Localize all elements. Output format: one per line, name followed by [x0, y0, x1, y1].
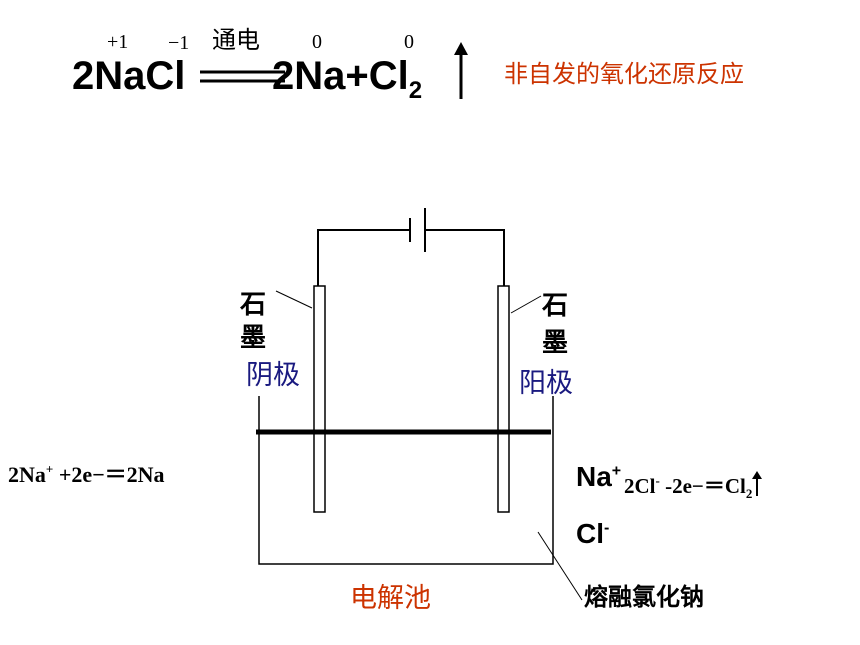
right-electrode-material-1: 石 [542, 291, 569, 321]
oxidation-number-na: +1 [107, 31, 129, 53]
left-electrode-material-2: 墨 [240, 323, 267, 353]
equation-product: 2Na+Cl2 [272, 54, 422, 103]
anion-label: Cl- [576, 520, 609, 548]
anode-label: 阳极 [519, 368, 573, 399]
oxidation-number-cl: −1 [168, 32, 190, 54]
equation-reactant: 2NaCl [72, 54, 186, 98]
right-label-leader [510, 295, 542, 314]
left-label-leader [275, 290, 313, 309]
anode-reaction-rest: -2e−＝Cl [659, 474, 746, 498]
anode-half-reaction: 2Cl- -2e−＝Cl2 [624, 471, 763, 500]
right-electrode-material-2: 墨 [542, 328, 569, 358]
cation-symbol: Na [576, 461, 612, 492]
cation-charge: + [611, 462, 622, 480]
equation-product-text: 2Na+Cl [272, 54, 409, 98]
oxidation-number-na-product: 0 [312, 31, 322, 53]
cathode-reaction-rest: +2e−＝2Na [53, 462, 165, 487]
oxidation-number-cl-product: 0 [404, 31, 414, 53]
cathode-label: 阴极 [246, 360, 300, 391]
reaction-condition: 通电 [212, 26, 260, 54]
cation-label: Na+ [576, 463, 621, 491]
molten-nacl-label: 熔融氯化钠 [584, 583, 704, 611]
cathode-reaction-species: 2Na [8, 462, 46, 487]
electrolytic-cell-container [258, 396, 554, 565]
gas-evolution-arrow [454, 42, 468, 99]
electrolyte-leader [537, 531, 583, 601]
equation-equals-sign [200, 70, 285, 83]
cathode-reaction-charge: + [45, 461, 54, 477]
anion-symbol: Cl [576, 518, 604, 549]
equation-note: 非自发的氧化还原反应 [504, 60, 744, 88]
external-circuit-wire [317, 229, 505, 286]
anode-reaction-charge: - [655, 473, 660, 488]
cathode-half-reaction: 2Na+ +2e−＝2Na [8, 461, 165, 487]
anion-charge: - [604, 519, 610, 537]
anode-reaction-species: 2Cl [624, 474, 656, 498]
electrolytic-cell-label: 电解池 [350, 583, 431, 614]
equation-product-subscript: 2 [408, 77, 423, 104]
anode-graphite-rod [497, 285, 510, 513]
battery-symbol [409, 208, 426, 252]
anode-reaction-subscript: 2 [745, 486, 753, 502]
chlorine-gas-arrow [752, 471, 763, 496]
left-electrode-material-1: 石 [240, 290, 267, 320]
cathode-graphite-rod [313, 285, 326, 513]
